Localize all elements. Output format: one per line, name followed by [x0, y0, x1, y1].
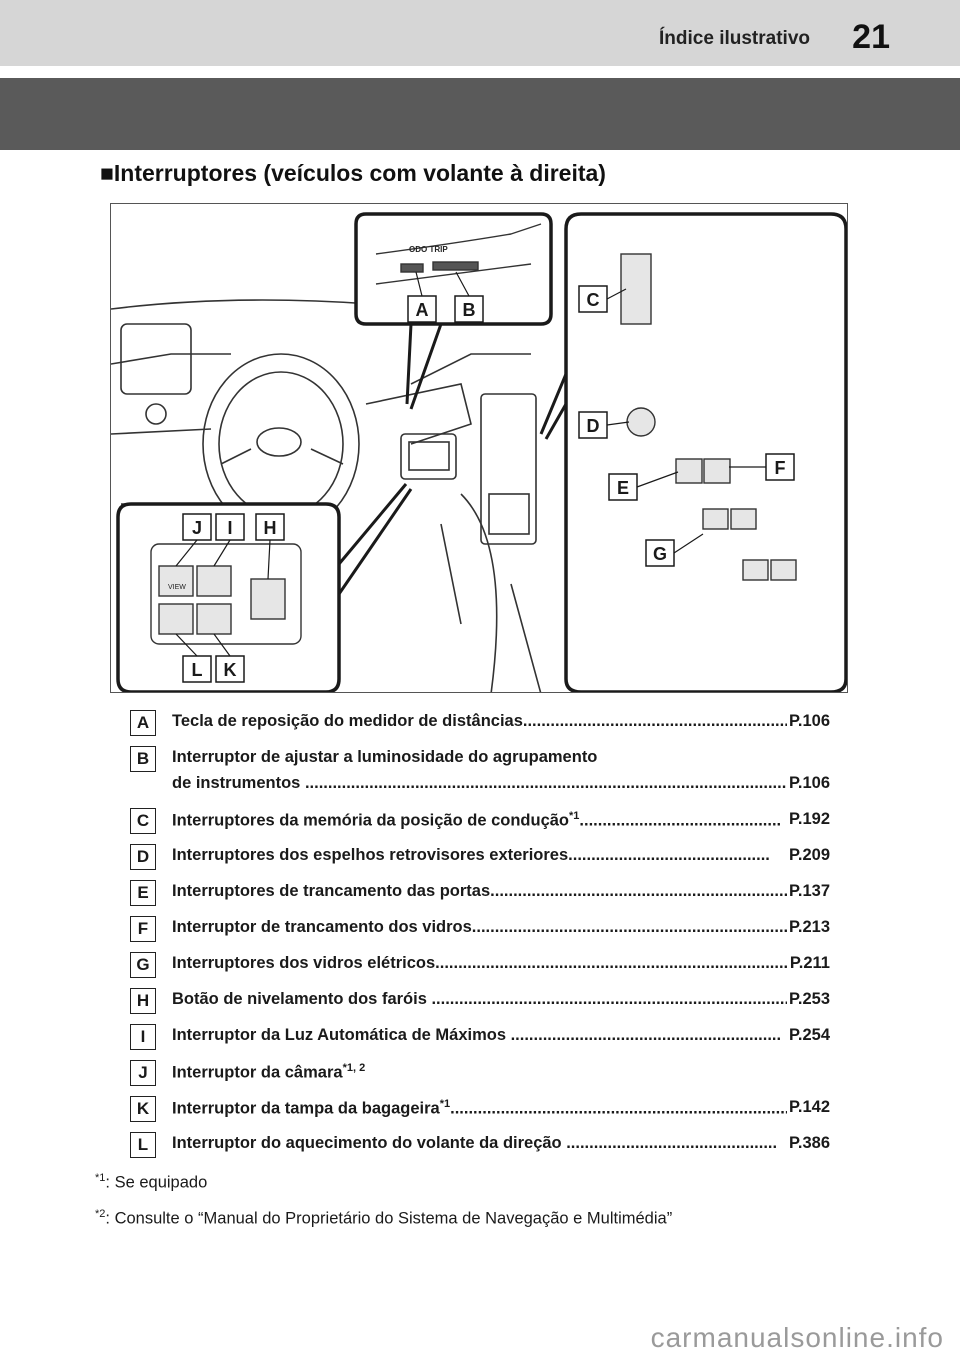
- legend-key: E: [130, 880, 156, 906]
- watermark: carmanualsonline.info: [650, 1322, 944, 1353]
- legend-text: Interruptor de ajustar a luminosidade do…: [172, 748, 598, 766]
- legend-item-b: B Interruptor de ajustar a luminosidade …: [130, 744, 830, 776]
- legend-key: G: [130, 952, 156, 978]
- svg-text:E: E: [617, 478, 629, 498]
- legend-text: Interruptor do aquecimento do volante da…: [172, 1134, 562, 1152]
- switches-illustration: ODO TRIP VIEW A B C D E F G J I H L K: [110, 203, 848, 693]
- legend-item-i: I Interruptor da Luz Automática de Máxim…: [130, 1022, 830, 1054]
- footnote-mark: *1, 2: [342, 1062, 366, 1074]
- svg-text:I: I: [227, 518, 232, 538]
- footnote-mark: *1: [439, 1098, 451, 1110]
- legend-text: Interruptor da tampa da bagageira: [172, 1099, 440, 1118]
- page-ref: P.253: [787, 990, 830, 1009]
- callout-f: F: [765, 453, 795, 481]
- legend-item-e: E Interruptores de trancamento das porta…: [130, 878, 830, 910]
- legend-key: K: [130, 1096, 156, 1122]
- legend-item-d: D Interruptores dos espelhos retrovisore…: [130, 842, 830, 874]
- page-ref: P.209: [787, 846, 830, 865]
- legend-item-c: C Interruptores da memória da posição de…: [130, 806, 830, 838]
- svg-text:G: G: [653, 544, 667, 564]
- page-ref: P.254: [787, 1026, 830, 1045]
- legend-text: Interruptor da câmara: [172, 1063, 343, 1082]
- svg-text:L: L: [192, 660, 203, 680]
- callout-k: K: [215, 655, 245, 683]
- legend-item-f: F Interruptor de trancamento dos vidros.…: [130, 914, 830, 946]
- footnote-mark: *1: [569, 810, 580, 822]
- legend-item-b-cont: de instrumentos ........................…: [172, 774, 830, 793]
- legend-item-l: L Interruptor do aquecimento do volante …: [130, 1130, 830, 1162]
- page-number: 21: [852, 18, 890, 56]
- svg-text:H: H: [264, 518, 277, 538]
- legend-text: Interruptor da Luz Automática de Máximos: [172, 1026, 507, 1044]
- page-ref: P.213: [787, 918, 830, 937]
- legend-key: L: [130, 1132, 156, 1158]
- legend-key: A: [130, 710, 156, 736]
- page-ref: P.211: [787, 954, 830, 973]
- callout-h: H: [255, 513, 285, 541]
- footnote-2: *2: Consulte o “Manual do Proprietário d…: [95, 1208, 672, 1229]
- legend-key: D: [130, 844, 156, 870]
- footnote-mark: *1: [95, 1172, 106, 1184]
- callout-d: D: [578, 411, 608, 439]
- footnote-text: : Se equipado: [105, 1173, 208, 1192]
- legend-text: Interruptores dos vidros elétricos: [172, 954, 436, 972]
- legend-text: Interruptores de trancamento das portas: [172, 882, 491, 900]
- legend-text: Tecla de reposição do medidor de distânc…: [172, 712, 523, 730]
- callout-l: L: [182, 655, 212, 683]
- svg-text:J: J: [192, 518, 202, 538]
- callout-c: C: [578, 285, 608, 313]
- legend-text: de instrumentos: [172, 774, 301, 792]
- svg-text:D: D: [587, 416, 600, 436]
- page-ref: P.142: [787, 1098, 830, 1117]
- callout-g: G: [645, 539, 675, 567]
- svg-text:A: A: [416, 300, 429, 320]
- legend-text: Interruptores da memória da posição de c…: [172, 811, 570, 830]
- svg-text:F: F: [775, 458, 786, 478]
- legend-key: H: [130, 988, 156, 1014]
- legend-item-a: A Tecla de reposição do medidor de distâ…: [130, 708, 830, 740]
- page-ref: P.106: [787, 774, 830, 793]
- legend-key: J: [130, 1060, 156, 1086]
- callout-b: B: [454, 295, 484, 323]
- svg-text:C: C: [587, 290, 600, 310]
- legend-item-g: G Interruptores dos vidros elétricos....…: [130, 950, 830, 982]
- legend-item-h: H Botão de nivelamento dos faróis ......…: [130, 986, 830, 1018]
- legend-text: Interruptor de trancamento dos vidros: [172, 918, 472, 936]
- legend-key: C: [130, 808, 156, 834]
- callout-i: I: [215, 513, 245, 541]
- section-heading: ■Interruptores (veículos com volante à d…: [100, 160, 606, 186]
- legend-text: Botão de nivelamento dos faróis: [172, 990, 427, 1008]
- footnote-mark: *2: [95, 1208, 106, 1220]
- legend-key: I: [130, 1024, 156, 1050]
- page-ref: P.386: [787, 1134, 830, 1153]
- header-band: [0, 78, 960, 150]
- svg-text:B: B: [463, 300, 476, 320]
- legend-item-j: J Interruptor da câmara*1, 2: [130, 1058, 830, 1090]
- page-ref: P.106: [787, 712, 830, 731]
- legend-text: Interruptores dos espelhos retrovisores …: [172, 846, 569, 864]
- legend-key: B: [130, 746, 156, 772]
- legend-item-k: K Interruptor da tampa da bagageira*1...…: [130, 1094, 830, 1126]
- view-label: VIEW: [168, 584, 186, 591]
- car-interior-drawing: ODO TRIP VIEW A B C D E F G J I H L K: [111, 212, 847, 692]
- callout-e: E: [608, 473, 638, 501]
- section-title: Índice ilustrativo: [659, 28, 810, 49]
- odo-trip-label: ODO TRIP: [409, 245, 448, 254]
- svg-text:K: K: [224, 660, 237, 680]
- page-ref: P.192: [787, 810, 830, 829]
- legend-key: F: [130, 916, 156, 942]
- page-header: Índice ilustrativo 21: [0, 0, 960, 66]
- footnote-text: : Consulte o “Manual do Proprietário do …: [105, 1209, 673, 1228]
- page-ref: P.137: [787, 882, 830, 901]
- callout-j: J: [182, 513, 212, 541]
- footnote-1: *1: Se equipado: [95, 1172, 207, 1193]
- callout-a: A: [407, 295, 437, 323]
